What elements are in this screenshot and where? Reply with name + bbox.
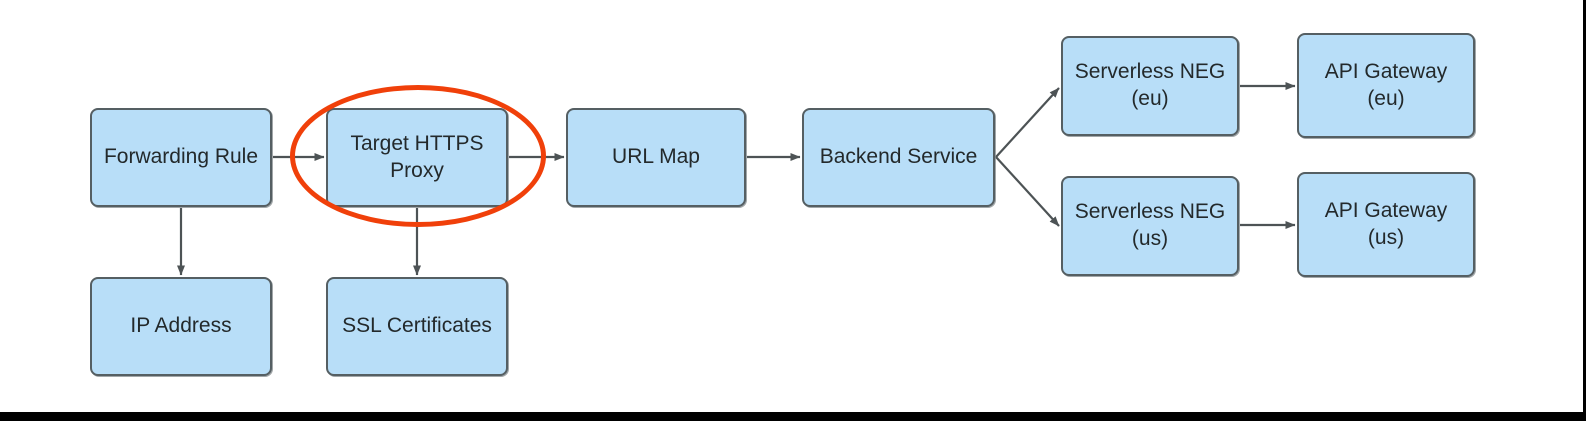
node-serverless-neg-us[interactable]: Serverless NEG (us) bbox=[1061, 176, 1239, 276]
node-api-gateway-us[interactable]: API Gateway (us) bbox=[1297, 172, 1475, 277]
bottom-edge-bar bbox=[0, 412, 1586, 421]
edge-backend-service-to-serverless-neg-eu bbox=[995, 87, 1060, 158]
node-url-map[interactable]: URL Map bbox=[566, 108, 746, 207]
node-label-forwarding-rule: Forwarding Rule bbox=[103, 145, 259, 169]
node-ip-address[interactable]: IP Address bbox=[90, 277, 272, 376]
node-label-ip-address: IP Address bbox=[130, 314, 232, 338]
node-label-api-gateway-eu: API Gateway (eu) bbox=[1324, 59, 1448, 110]
node-backend-service[interactable]: Backend Service bbox=[802, 108, 995, 207]
node-label-api-gateway-us: API Gateway (us) bbox=[1324, 198, 1448, 249]
node-serverless-neg-eu[interactable]: Serverless NEG (eu) bbox=[1061, 36, 1239, 136]
node-api-gateway-eu[interactable]: API Gateway (eu) bbox=[1297, 33, 1475, 138]
node-label-serverless-neg-eu: Serverless NEG (eu) bbox=[1074, 60, 1226, 110]
node-label-ssl-certificates: SSL Certificates bbox=[342, 314, 492, 338]
node-label-serverless-neg-us: Serverless NEG (us) bbox=[1074, 200, 1226, 250]
node-forwarding-rule[interactable]: Forwarding Rule bbox=[90, 108, 272, 207]
right-edge-bar bbox=[1583, 0, 1586, 421]
node-ssl-certificates[interactable]: SSL Certificates bbox=[326, 277, 508, 376]
node-label-url-map: URL Map bbox=[612, 145, 700, 169]
edge-backend-service-to-serverless-neg-us bbox=[995, 156, 1060, 227]
highlight-ellipse-target-https-proxy bbox=[290, 85, 546, 227]
node-label-backend-service: Backend Service bbox=[819, 145, 978, 169]
